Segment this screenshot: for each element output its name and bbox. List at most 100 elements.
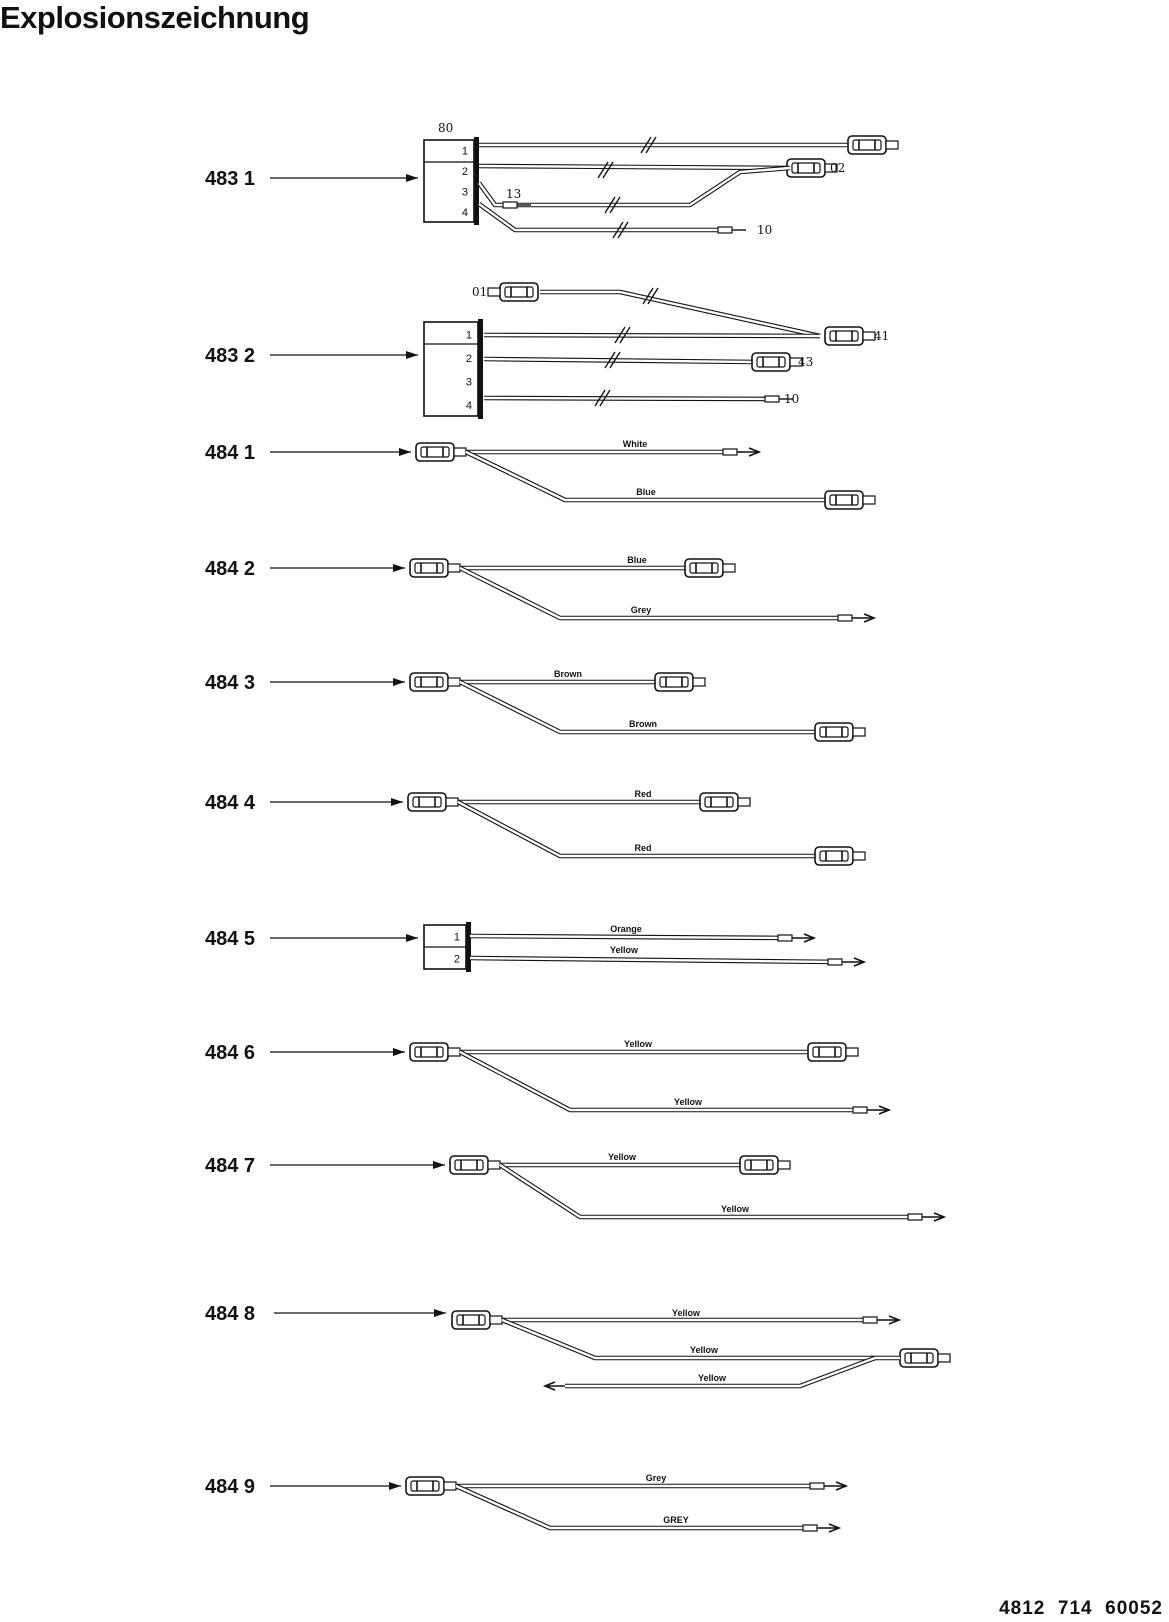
pin-number: 1 [462, 145, 468, 157]
part-number-label: 484 1 [205, 442, 255, 464]
part-number-label: 484 9 [205, 1476, 255, 1498]
female-spade-terminal [899, 1348, 951, 1368]
terminal-number: 13 [506, 187, 521, 201]
female-spade-terminal [487, 282, 539, 302]
terminal-number: 10 [784, 392, 799, 406]
wire-color-label: White [623, 439, 648, 449]
break-mark [604, 351, 621, 369]
wire-color-label: Yellow [610, 945, 639, 955]
female-spade-terminal [654, 672, 706, 692]
wire-color-label: Yellow [690, 1345, 719, 1355]
part-number-label: 484 7 [205, 1155, 255, 1177]
part-number-label: 483 1 [205, 168, 255, 190]
part-number-label: 484 8 [205, 1303, 255, 1325]
terminal-number: 02 [830, 161, 845, 175]
female-spade-terminal [409, 1042, 461, 1062]
pin-number: 2 [454, 953, 460, 965]
pin-number: 1 [466, 329, 472, 341]
pin-terminal [542, 1381, 565, 1391]
pin-number: 4 [466, 400, 472, 412]
wire [458, 1049, 865, 1113]
pin-terminal [907, 1212, 947, 1222]
female-spade-terminal [786, 158, 838, 178]
wire-color-label: Yellow [608, 1152, 637, 1162]
part-number-label: 484 3 [205, 672, 255, 694]
part-number-label: 484 6 [205, 1042, 255, 1064]
wire [455, 1483, 815, 1531]
page-title: Explosionszeichnung [0, 0, 310, 35]
wire-color-label: Yellow [674, 1097, 703, 1107]
break-mark [594, 389, 611, 407]
connector-label: 80 [438, 121, 453, 135]
wire-color-label: Yellow [721, 1204, 750, 1214]
pin-terminal [852, 1105, 892, 1115]
wire [458, 565, 850, 621]
wire-color-label: Grey [646, 1473, 667, 1483]
terminal-number: 10 [757, 223, 772, 237]
wire-color-label: Yellow [672, 1308, 701, 1318]
break-mark [597, 161, 614, 179]
part-483-2: 483 2 1 2 3 4 01 41 43 10 [205, 282, 889, 419]
wire [540, 289, 821, 339]
break-mark [642, 287, 659, 305]
wire-color-label: Yellow [698, 1373, 727, 1383]
terminal-number: 41 [874, 329, 889, 343]
pin-number: 3 [466, 376, 472, 388]
wire-color-label: Yellow [624, 1039, 653, 1049]
pin-terminal [827, 957, 867, 967]
wire-color-label: Grey [631, 605, 652, 615]
break-mark [640, 136, 657, 154]
connector-flange [466, 922, 471, 972]
document-number: 4812 714 60052 [999, 1598, 1163, 1619]
pin-terminal [802, 1523, 842, 1533]
part-number-label: 483 2 [205, 345, 255, 367]
ring-terminal [717, 226, 746, 234]
part-number-label: 484 2 [205, 558, 255, 580]
female-spade-terminal [684, 558, 736, 578]
ring-terminal [502, 201, 531, 209]
break-mark [614, 326, 631, 344]
female-spade-terminal [807, 1042, 859, 1062]
wire [501, 1317, 875, 1361]
connector-flange [478, 319, 483, 419]
connector-block: 12 [423, 922, 471, 972]
wire-color-label: Brown [554, 669, 582, 679]
female-spade-terminal [824, 326, 876, 346]
pin-number: 4 [462, 207, 468, 219]
female-spade-terminal [407, 792, 459, 812]
pin-number: 3 [462, 186, 468, 198]
pin-terminal [837, 613, 877, 623]
pin-number: 1 [454, 931, 460, 943]
pin-terminal [862, 1315, 902, 1325]
wire-color-label: Blue [636, 487, 656, 497]
terminal-number: 43 [798, 355, 813, 369]
female-spade-terminal [739, 1155, 791, 1175]
wire-color-label: Red [634, 789, 651, 799]
female-spade-terminal [824, 490, 876, 510]
female-spade-terminal [405, 1476, 457, 1496]
female-spade-terminal [814, 846, 866, 866]
wire-color-label: Blue [627, 555, 647, 565]
ring-terminal [764, 395, 793, 403]
wire [477, 165, 791, 208]
female-spade-terminal [449, 1155, 501, 1175]
pin-number: 2 [466, 353, 472, 365]
part-number-label: 484 4 [205, 792, 256, 814]
wire [498, 1163, 920, 1220]
pin-terminal [809, 1481, 849, 1491]
part-number-label: 484 5 [205, 928, 255, 950]
connector-block: 1 2 3 4 [423, 319, 483, 419]
break-mark [612, 221, 629, 239]
terminal-number: 01 [472, 285, 487, 299]
pin-terminal [777, 933, 817, 943]
